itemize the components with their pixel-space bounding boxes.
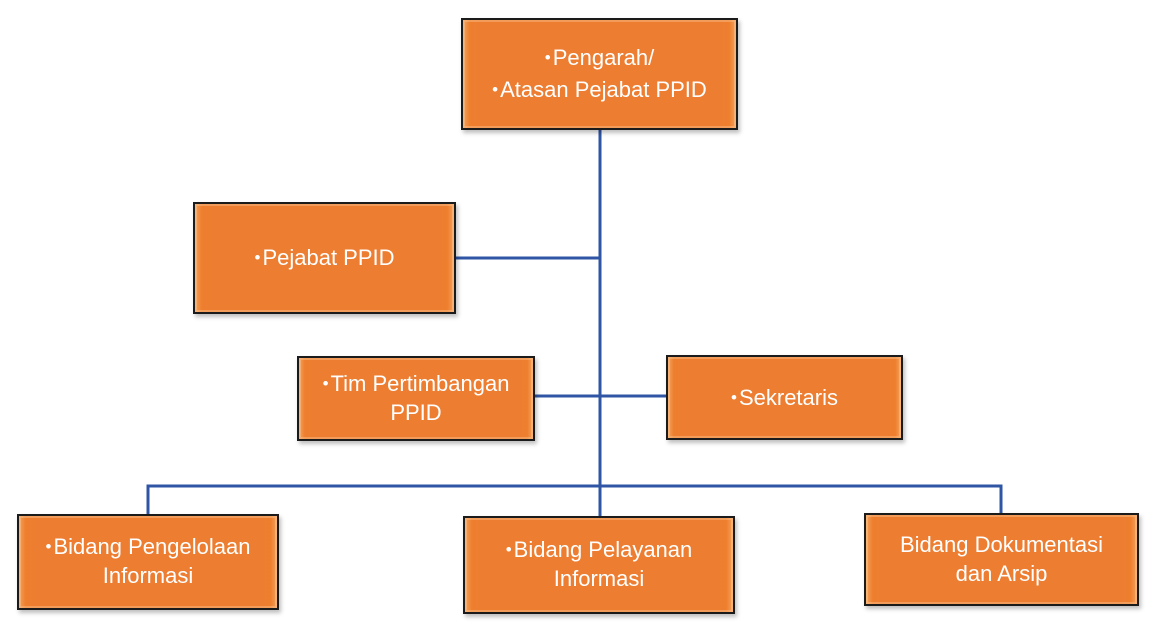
bidang-pengelolaan-label: Bidang Pengelolaan [46, 533, 251, 562]
pengarah-box: Pengarah/ Atasan Pejabat PPID [461, 18, 738, 130]
bidang-pelayanan-label: Bidang Pelayanan [506, 536, 693, 565]
bidang-dokumentasi-label-2: dan Arsip [955, 560, 1048, 586]
bidang-dokumentasi-box: Bidang Dokumentasi dan Arsip [864, 513, 1139, 606]
bidang-dokumentasi-label: Bidang Dokumentasi [899, 531, 1103, 557]
pejabat-ppid-box: Pejabat PPID [193, 202, 456, 314]
tim-pertimbangan-label-2: PPID [390, 399, 442, 425]
atasan-pejabat-label: Atasan Pejabat PPID [492, 74, 707, 106]
bidang-pelayanan-box: Bidang Pelayanan Informasi [463, 516, 735, 614]
tim-pertimbangan-box: Tim Pertimbangan PPID [297, 356, 535, 441]
bidang-pengelolaan-box: Bidang Pengelolaan Informasi [17, 514, 279, 610]
pengarah-label: Pengarah/ [545, 42, 655, 74]
bidang-pelayanan-label-2: Informasi [553, 566, 645, 591]
sekretaris-box: Sekretaris [666, 355, 903, 440]
bidang-pengelolaan-label-2: Informasi [102, 563, 194, 588]
tim-pertimbangan-label: Tim Pertimbangan [323, 370, 510, 399]
sekretaris-label: Sekretaris [731, 382, 838, 414]
pejabat-ppid-label: Pejabat PPID [254, 242, 394, 274]
